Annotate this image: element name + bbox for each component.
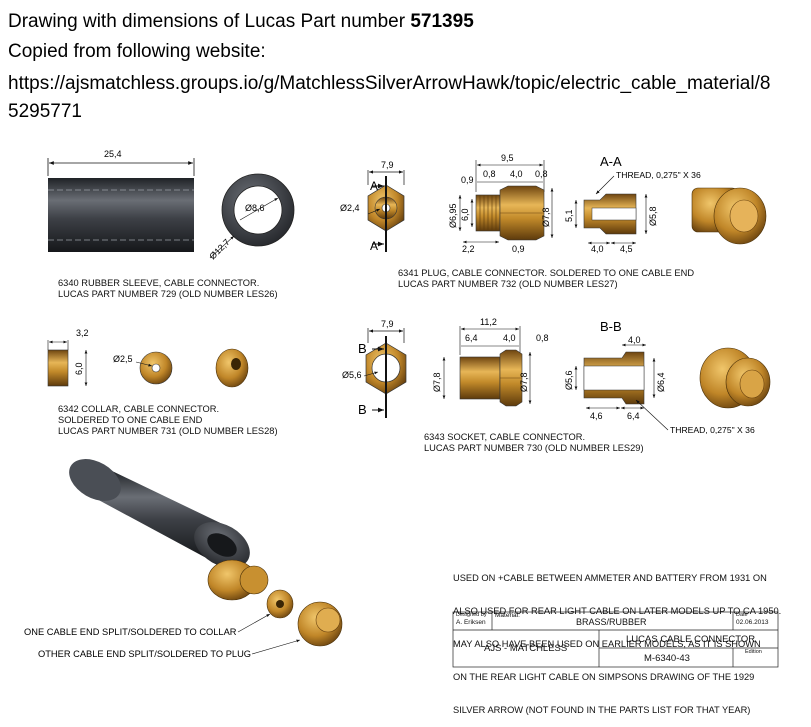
note-line: SILVER ARROW (NOT FOUND IN THE PARTS LIS… <box>453 705 751 715</box>
sleeve-dim-length: 25,4 <box>104 149 122 159</box>
company-name: AJS - MATCHLESS <box>484 643 568 654</box>
plug-section-a-top: A <box>370 179 378 193</box>
drawing-number: M-6340-43 <box>644 653 690 664</box>
socket-dim-40b: 4,0 <box>628 335 641 345</box>
header-prefix: Drawing with dimensions of Lucas Part nu… <box>8 11 411 32</box>
plug-thread-note: THREAD, 0,275" X 36 <box>616 170 701 180</box>
plug-section-view <box>574 175 648 245</box>
designed-by-label: Designed by <box>456 612 487 618</box>
source-url-line-1[interactable]: https://ajsmatchless.groups.io/g/Matchle… <box>8 73 771 94</box>
socket-dim-56: Ø5,6 <box>342 370 362 380</box>
sleeve-end-view <box>209 173 295 259</box>
plug-dim-40b: 4,0 <box>591 244 604 254</box>
plug-dim-24: Ø2,4 <box>340 203 360 213</box>
socket-dim-56b: Ø5,6 <box>564 370 574 390</box>
part-number: 571395 <box>410 11 474 32</box>
header-line-2: Copied from following website: <box>8 41 266 62</box>
sleeve-caption: 6340 RUBBER SLEEVE, CABLE CONNECTOR.LUCA… <box>58 278 278 300</box>
socket-caption: 6343 SOCKET, CABLE CONNECTOR.LUCAS PART … <box>424 432 644 454</box>
sleeve-dim-outer: Ø12,7 <box>207 237 231 261</box>
plug-dim-95: 9,5 <box>501 153 514 163</box>
designed-by-value: A. Eriksen <box>456 619 486 626</box>
date-label: Date <box>736 612 748 618</box>
plug-dim-22: 2,2 <box>462 244 475 254</box>
plug-dim-60: 6,0 <box>460 208 470 221</box>
note-line: MAY ALSO HAVE BEEN USED ON EARLIER MODEL… <box>453 639 761 649</box>
socket-section-view <box>574 343 669 431</box>
collar-dim-60: 6,0 <box>74 362 84 375</box>
sleeve-body <box>48 178 194 252</box>
collar-caption-1: 6342 COLLAR, CABLE CONNECTOR. <box>58 404 220 414</box>
socket-caption-1: 6343 SOCKET, CABLE CONNECTOR. <box>424 432 586 442</box>
plug-dim-45: 4,5 <box>620 244 633 254</box>
collar-caption-2: SOLDERED TO ONE CABLE END <box>58 415 203 425</box>
collar-dim-32: 3,2 <box>76 328 89 338</box>
assembly-view <box>69 459 343 655</box>
plug-dim-40: 4,0 <box>510 169 523 179</box>
plug-section-title: A-A <box>600 154 622 169</box>
material-label: Material: <box>495 612 520 619</box>
date-value: 02.06.2013 <box>736 619 769 626</box>
plug-dim-695: Ø6,95 <box>448 203 458 228</box>
socket-dim-64b: Ø6,4 <box>656 372 666 392</box>
edition-label: Edition <box>745 649 762 655</box>
plug-section-a-bottom: A <box>370 239 378 253</box>
socket-3d-view <box>699 347 771 409</box>
sleeve-side-view <box>47 158 195 252</box>
socket-caption-2: LUCAS PART NUMBER 730 (OLD NUMBER LES29) <box>424 443 644 453</box>
collar-end-view <box>135 351 173 385</box>
collar-caption: 6342 COLLAR, CABLE CONNECTOR.SOLDERED TO… <box>58 404 278 437</box>
assembly-label-collar: ONE CABLE END SPLIT/SOLDERED TO COLLAR <box>24 627 237 637</box>
plug-dim-79: 7,9 <box>381 160 394 170</box>
note-line: ALSO USED FOR REAR LIGHT CABLE ON LATER … <box>453 606 782 616</box>
socket-dim-46: 4,6 <box>590 411 603 421</box>
socket-dim-08: 0,8 <box>536 333 549 343</box>
socket-dim-40: 4,0 <box>503 333 516 343</box>
collar-caption-3: LUCAS PART NUMBER 731 (OLD NUMBER LES28) <box>58 426 278 436</box>
plug-caption: 6341 PLUG, CABLE CONNECTOR. SOLDERED TO … <box>398 268 694 290</box>
note-line: USED ON +CABLE BETWEEN AMMETER AND BATTE… <box>453 573 767 583</box>
socket-dim-64c: 6,4 <box>627 411 640 421</box>
plug-dim-58: Ø5,8 <box>648 206 658 226</box>
socket-dim-79: 7,9 <box>381 319 394 329</box>
socket-section-b-bottom: B <box>358 402 367 417</box>
plug-3d-view <box>691 187 767 245</box>
socket-dim-78b: Ø7,8 <box>519 372 529 392</box>
plug-caption-2: LUCAS PART NUMBER 732 (OLD NUMBER LES27) <box>398 279 618 289</box>
sleeve-dim-inner: Ø8,6 <box>245 203 265 213</box>
collar-3d-view <box>215 348 249 388</box>
drawing-canvas: 25,4 Ø8,6 Ø12,7 7,9 Ø2,4 A A <box>24 149 779 668</box>
plug-dim-08b: 0,8 <box>535 169 548 179</box>
sleeve-caption-1: 6340 RUBBER SLEEVE, CABLE CONNECTOR. <box>58 278 260 288</box>
socket-thread-note: THREAD, 0,275" X 36 <box>670 425 755 435</box>
socket-dim-78a: Ø7,8 <box>432 372 442 392</box>
socket-section-b-top: B <box>358 341 367 356</box>
title-block <box>452 611 779 668</box>
drawing-title: LUCAS CABLE CONNECTOR <box>626 634 756 645</box>
plug-end-view <box>367 170 405 252</box>
collar-side-view <box>47 340 88 387</box>
plug-side-view <box>458 160 554 244</box>
plug-dim-08a: 0,8 <box>483 169 496 179</box>
header-line-1: Drawing with dimensions of Lucas Part nu… <box>8 10 474 34</box>
assembly-label-plug: OTHER CABLE END SPLIT/SOLDERED TO PLUG <box>38 649 251 659</box>
plug-dim-09b: 0,9 <box>512 244 525 254</box>
socket-side-view <box>442 326 532 407</box>
socket-section-title: B-B <box>600 319 622 334</box>
note-line: ON THE REAR LIGHT CABLE ON SIMPSONS DRAW… <box>453 672 755 682</box>
socket-end-view <box>363 328 407 418</box>
plug-dim-09: 0,9 <box>461 175 474 185</box>
plug-dim-78: Ø7,8 <box>541 207 551 227</box>
source-url-line-2[interactable]: 5295771 <box>8 101 82 122</box>
plug-dim-51: 5,1 <box>564 209 574 222</box>
sleeve-caption-2: LUCAS PART NUMBER 729 (OLD NUMBER LES26) <box>58 289 278 299</box>
socket-dim-112: 11,2 <box>480 317 497 327</box>
plug-caption-1: 6341 PLUG, CABLE CONNECTOR. SOLDERED TO … <box>398 268 695 278</box>
material-value: BRASS/RUBBER <box>576 617 647 627</box>
socket-dim-64: 6,4 <box>465 333 478 343</box>
collar-dim-25: Ø2,5 <box>113 354 133 364</box>
